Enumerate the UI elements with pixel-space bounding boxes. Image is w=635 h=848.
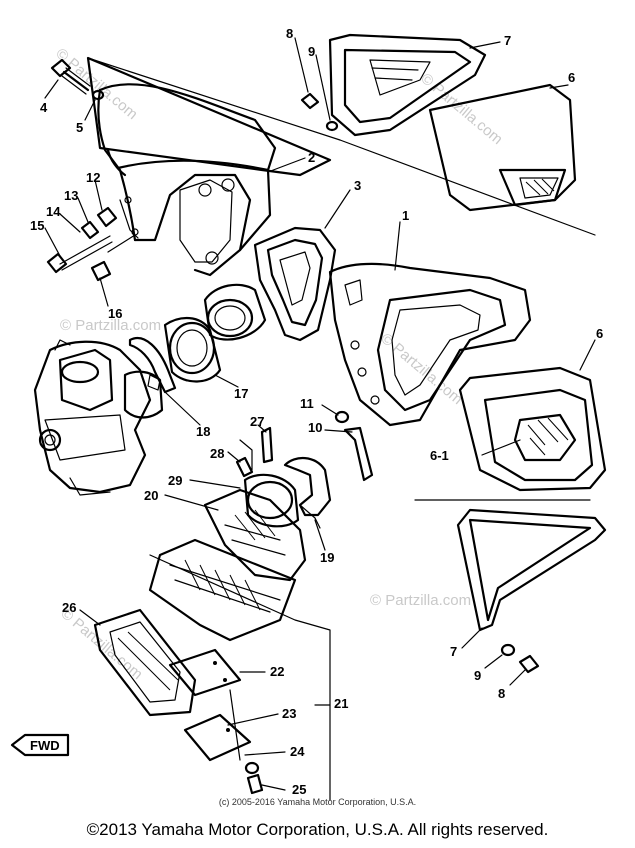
callout-4: 4: [40, 100, 48, 115]
callout-29: 29: [168, 473, 182, 488]
copyright-main: ©2013 Yamaha Motor Corporation, U.S.A. A…: [86, 820, 549, 839]
airbox-cover-part-2: [86, 56, 332, 277]
fwd-label: FWD: [30, 738, 60, 753]
callout-9-lower: 9: [474, 668, 481, 683]
callout-7-top: 7: [504, 33, 511, 48]
joint-part-3: [203, 226, 337, 342]
callout-11: 11: [300, 396, 314, 411]
air-filter-element-part-6-top: [87, 57, 596, 236]
callout-3: 3: [354, 178, 361, 193]
drain-parts-10-11: [334, 410, 374, 482]
callout-28: 28: [210, 446, 224, 461]
callout-15: 15: [30, 218, 44, 233]
callout-9-top: 9: [308, 44, 315, 59]
callout-6-1: 6-1: [430, 448, 449, 463]
callout-18: 18: [196, 424, 210, 439]
fasteners-12-16: [46, 206, 136, 282]
reed-plate-part-22: [168, 648, 242, 697]
joint-part-17: [163, 317, 222, 383]
watermark-2: © Partzilla.com: [60, 317, 161, 334]
callout-7-lower: 7: [450, 644, 457, 659]
callout-23: 23: [282, 706, 296, 721]
leader-lines: [44, 37, 596, 791]
callout-21: 21: [334, 696, 348, 711]
callout-24: 24: [290, 744, 305, 759]
callout-17: 17: [234, 386, 248, 401]
bolt-part-4: [50, 58, 105, 101]
callout-16: 16: [108, 306, 122, 321]
filter-guide-part-7-top: [300, 33, 487, 137]
air-filter-element-part-6-lower: [414, 366, 607, 501]
callout-6-top: 6: [568, 70, 575, 85]
callout-25: 25: [292, 782, 306, 797]
fwd-arrow: FWD: [10, 733, 70, 757]
reed-valve-body-part-21: [148, 538, 331, 801]
callout-22: 22: [270, 664, 284, 679]
clamp-part-19: [283, 457, 332, 529]
watermark-5: © Partzilla.com: [57, 605, 145, 683]
callouts: 4 5 8 9 7 6 2 3 12 13 14 15 16 1 6 6-1 1…: [30, 26, 603, 797]
callout-1: 1: [402, 208, 409, 223]
screws-24-25: [229, 689, 264, 795]
callout-19: 19: [320, 550, 334, 565]
air-cleaner-case-part-1: [328, 262, 532, 427]
callout-8-lower: 8: [498, 686, 505, 701]
callout-13: 13: [64, 188, 78, 203]
callout-26: 26: [62, 600, 76, 615]
callout-5: 5: [76, 120, 83, 135]
callout-20: 20: [144, 488, 158, 503]
carburetor: [33, 339, 164, 496]
gasket-part-26: [93, 608, 197, 717]
watermark-4: © Partzilla.com: [370, 592, 471, 609]
callout-8-top: 8: [286, 26, 293, 41]
callout-10: 10: [308, 420, 322, 435]
callout-2: 2: [308, 150, 315, 165]
callout-6-lower: 6: [596, 326, 603, 341]
callout-12: 12: [86, 170, 100, 185]
callout-27: 27: [250, 414, 264, 429]
callout-14: 14: [46, 204, 61, 219]
copyright-small: (c) 2005-2016 Yamaha Motor Corporation, …: [218, 797, 417, 807]
reed-stopper-part-23: [183, 713, 252, 762]
filter-guide-part-7-lower: [456, 508, 607, 674]
